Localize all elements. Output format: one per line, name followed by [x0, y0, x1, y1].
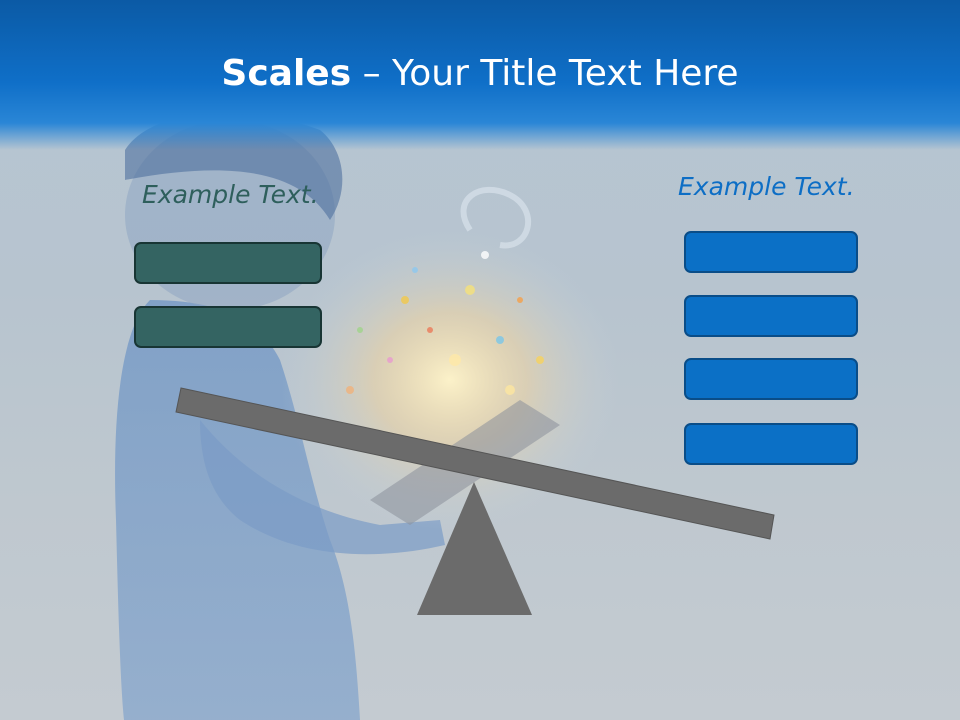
right-box-1[interactable]: [684, 231, 858, 273]
title-text: Your Title Text Here: [392, 53, 739, 94]
scale-beam: [175, 387, 775, 540]
right-box-2[interactable]: [684, 295, 858, 337]
right-box-4[interactable]: [684, 423, 858, 465]
title-bold: Scales: [221, 53, 352, 94]
title-bar: [0, 0, 960, 150]
left-box-2[interactable]: [134, 306, 322, 348]
smoke-swirl: [460, 187, 531, 249]
slide-title: Scales – Your Title Text Here: [0, 52, 960, 96]
right-example-text: Example Text.: [678, 172, 855, 201]
sparkles: [346, 251, 544, 395]
left-example-text: Example Text.: [142, 180, 319, 209]
scale-fulcrum: [417, 482, 532, 615]
left-box-1[interactable]: [134, 242, 322, 284]
person-arm: [200, 420, 445, 555]
right-box-3[interactable]: [684, 358, 858, 400]
title-separator: –: [351, 53, 393, 94]
tablet-glow: [280, 230, 620, 530]
